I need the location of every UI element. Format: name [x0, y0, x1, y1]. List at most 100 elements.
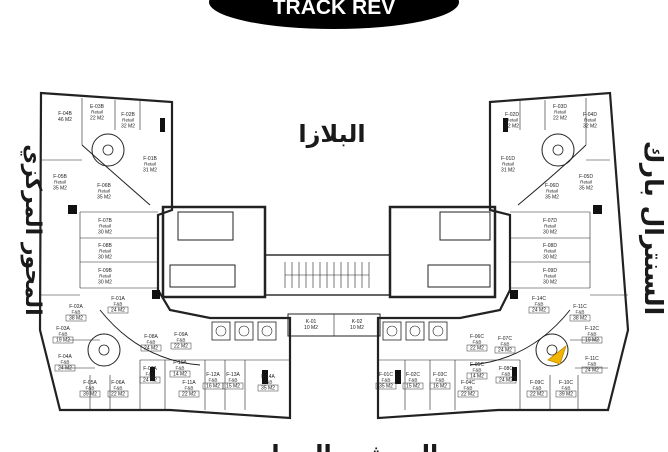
- right-unit-type: Retail: [544, 224, 556, 229]
- right-unit-area-box: [528, 306, 550, 314]
- left-unit-area-box: [52, 336, 74, 344]
- kiosk-area: 10 M2: [350, 325, 364, 331]
- left-unit-type: F&B: [59, 332, 68, 337]
- left-unit-area: 24 M2: [144, 346, 158, 352]
- right-unit-type: Retail: [546, 189, 558, 194]
- left-unit-type: F&B: [264, 380, 273, 385]
- left-unit-area: 24 M2: [111, 308, 125, 314]
- right-unit-area-box: [581, 336, 603, 344]
- left-unit-area-box: [140, 344, 162, 352]
- left-unit-id: F-04A: [58, 354, 72, 360]
- right-unit-area: 24 M2: [499, 378, 513, 384]
- left-unit-id: F-05B: [53, 174, 67, 180]
- left-unit-id: F-07A: [143, 366, 157, 372]
- left-unit-type: Retail: [144, 162, 156, 167]
- right-unit-area: 14 M2: [470, 374, 484, 380]
- left-unit-area: 32 M2: [121, 124, 135, 130]
- right-unit-area-box: [429, 382, 451, 390]
- left-unit-type: Retail: [99, 249, 111, 254]
- right-unit-area: 16 M2: [433, 384, 447, 390]
- left-unit-area: 14 M2: [173, 372, 187, 378]
- left-unit-id: F-08B: [98, 243, 112, 249]
- left-unit-type: F&B: [185, 386, 194, 391]
- left-unit-type: Retail: [99, 274, 111, 279]
- left-unit-area: 35 M2: [261, 386, 275, 392]
- left-unit-type: F&B: [61, 360, 70, 365]
- right-unit-area-box: [402, 382, 424, 390]
- left-unit-area-box: [169, 370, 191, 378]
- right-unit-area-box: [466, 344, 488, 352]
- right-unit-area: 35 M2: [379, 384, 393, 390]
- bottom-label: الممشى السياحي: [230, 440, 439, 452]
- left-unit-type: F&B: [146, 372, 155, 377]
- right-unit-area: 35 M2: [545, 195, 559, 201]
- banner-title: TRACK REV: [273, 0, 396, 19]
- kiosk-area: 10 M2: [304, 325, 318, 331]
- right-unit-id: F-07D: [543, 218, 557, 224]
- left-unit-area-box: [54, 364, 76, 372]
- right-unit-area-box: [457, 390, 479, 398]
- right-unit-type: F&B: [436, 378, 445, 383]
- left-unit-area: 35 M2: [97, 195, 111, 201]
- right-unit-type: F&B: [535, 302, 544, 307]
- left-wing: [38, 91, 292, 420]
- central-axis-label: المحور المركزي: [20, 144, 45, 315]
- right-unit-id: F-12C: [585, 326, 599, 332]
- right-unit-id: F-14C: [532, 296, 546, 302]
- left-unit-type: F&B: [177, 338, 186, 343]
- right-unit-id: F-06D: [545, 183, 559, 189]
- left-unit-area: 46 M2: [58, 117, 72, 123]
- kiosk-id: K-01: [306, 319, 317, 325]
- left-unit-id: F-01B: [143, 156, 157, 162]
- kiosk-id: K-02: [352, 319, 363, 325]
- right-unit-type: F&B: [473, 368, 482, 373]
- left-unit-id: F-05A: [83, 380, 97, 386]
- right-unit-id: F-10C: [559, 380, 573, 386]
- left-unit-id: F-06A: [111, 380, 125, 386]
- left-unit-id: E-03B: [90, 104, 105, 110]
- right-unit-area: 30 M2: [543, 230, 557, 236]
- right-unit-id: F-04D: [583, 112, 597, 118]
- right-unit-id: F-03D: [553, 104, 567, 110]
- right-unit-type: F&B: [588, 362, 597, 367]
- left-unit-type: Retail: [91, 110, 103, 115]
- right-unit-area: 24 M2: [498, 348, 512, 354]
- left-unit-id: F-13A: [226, 372, 240, 378]
- right-unit-id: F-08D: [543, 243, 557, 249]
- left-unit-area: 24 M2: [58, 366, 72, 372]
- right-unit-area: 22 M2: [470, 346, 484, 352]
- right-unit-id: F-02D: [505, 112, 519, 118]
- right-unit-type: Retail: [544, 274, 556, 279]
- right-unit-id: F-01C: [379, 372, 393, 378]
- right-unit-type: Retail: [506, 118, 518, 123]
- left-unit-area: 22 M2: [174, 344, 188, 350]
- right-unit-type: F&B: [473, 340, 482, 345]
- right-unit-id: F-09C: [530, 380, 544, 386]
- left-unit-id: F-10A: [173, 360, 187, 366]
- left-unit-area: 19 M2: [56, 338, 70, 344]
- right-unit-area: 22 M2: [461, 392, 475, 398]
- right-unit-area: 39 M2: [559, 392, 573, 398]
- left-unit-id: F-06B: [97, 183, 111, 189]
- left-unit-type: F&B: [229, 378, 238, 383]
- right-unit-id: F-01D: [501, 156, 515, 162]
- plaza-label: البلازا: [298, 120, 365, 148]
- right-unit-area-box: [555, 390, 577, 398]
- right-unit-id: F-03C: [433, 372, 447, 378]
- track-rev-banner: TRACK REV: [209, 0, 459, 29]
- left-unit-area: 22 M2: [182, 392, 196, 398]
- right-unit-area-box: [375, 382, 397, 390]
- left-unit-area: 31 M2: [143, 168, 157, 174]
- left-unit-area-box: [79, 390, 101, 398]
- right-unit-area: 24 M2: [532, 308, 546, 314]
- right-unit-area: 22 M2: [505, 124, 519, 130]
- left-unit-id: F-11A: [182, 380, 196, 386]
- left-unit-area: 30 M2: [98, 280, 112, 286]
- left-unit-area: 38 M2: [69, 316, 83, 322]
- left-unit-area-box: [65, 314, 87, 322]
- right-unit-type: F&B: [464, 386, 473, 391]
- right-unit-area: 35 M2: [579, 186, 593, 192]
- left-unit-area: 22 M2: [111, 392, 125, 398]
